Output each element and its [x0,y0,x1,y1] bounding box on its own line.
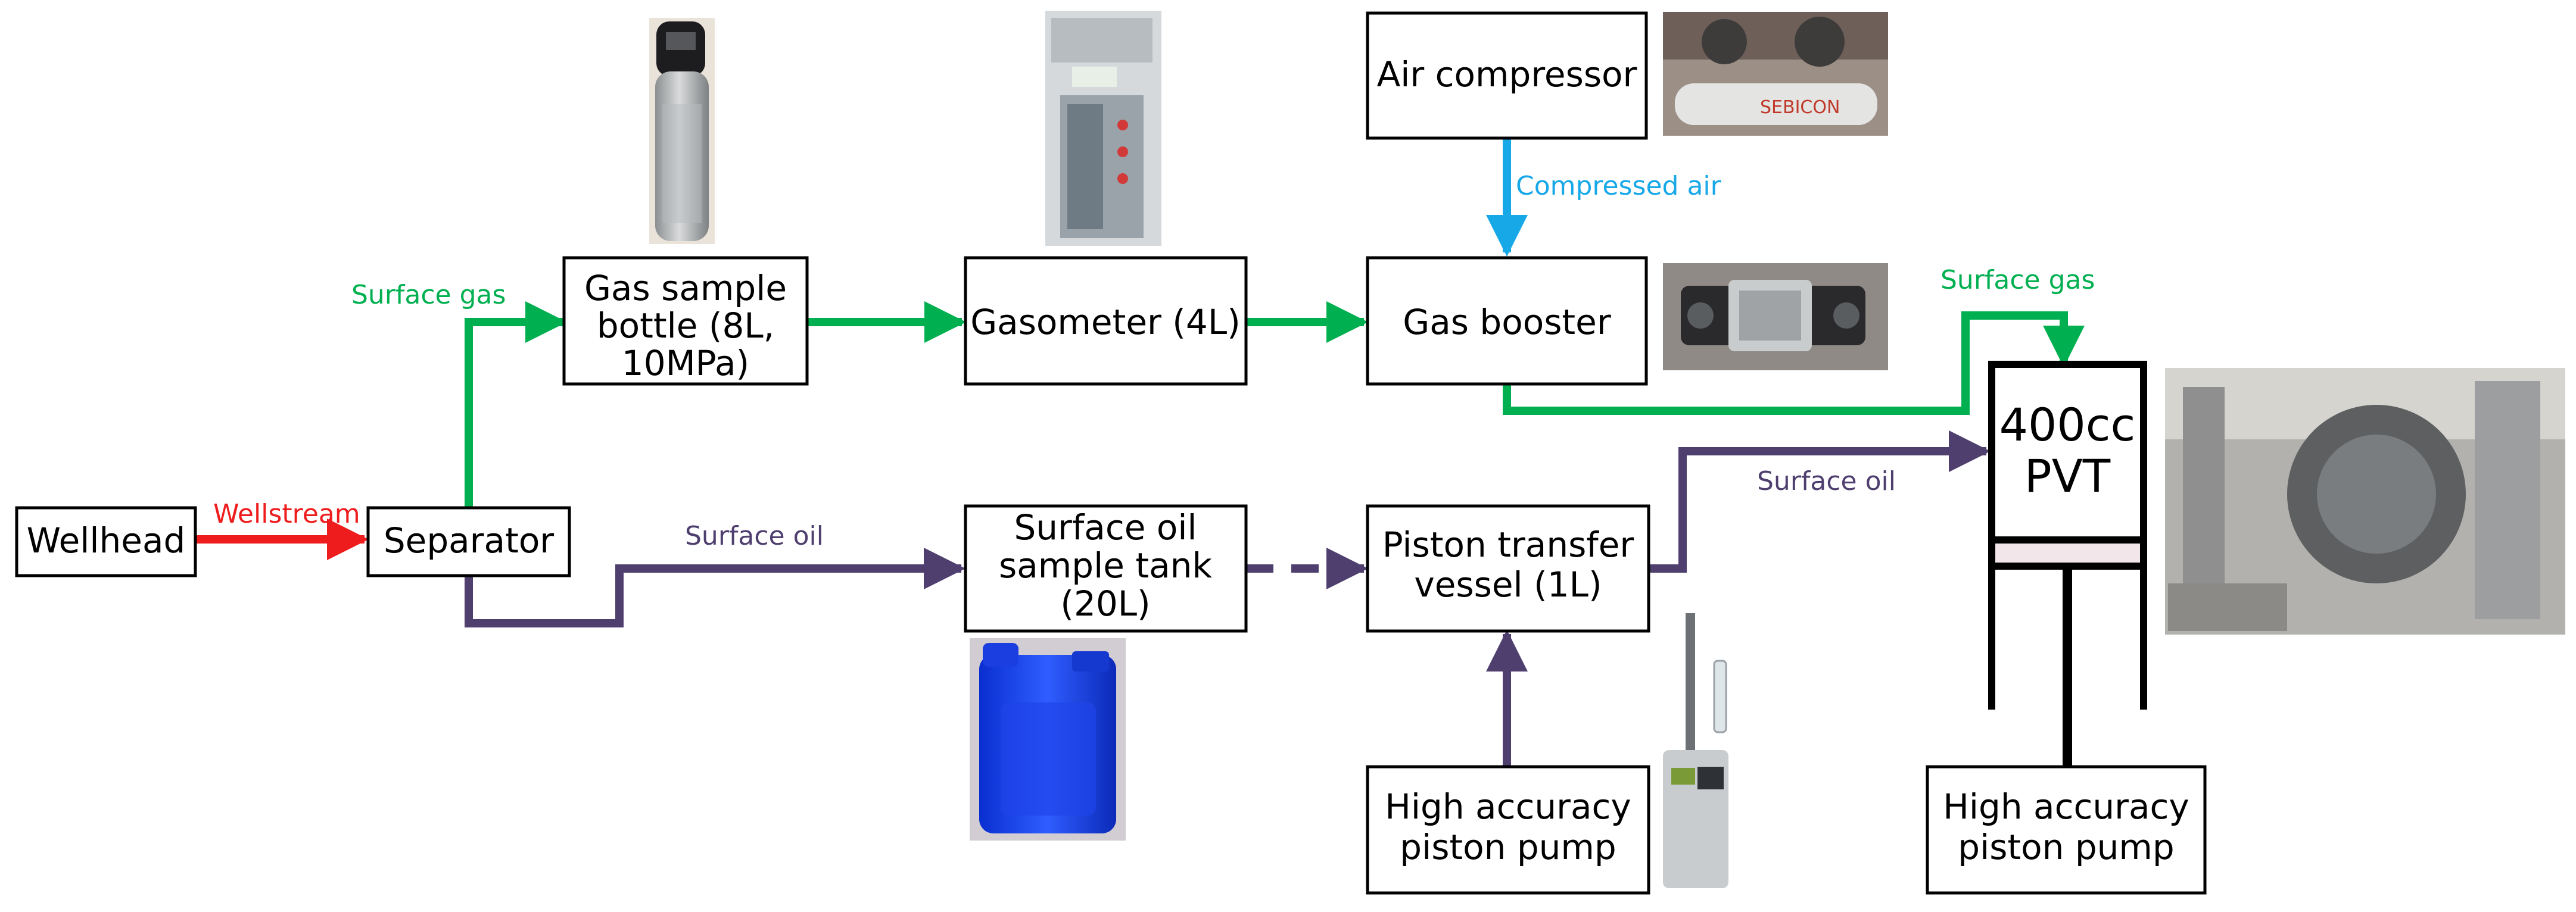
high-accuracy-piston-pump-left-box: High accuracy piston pump [1366,765,1650,895]
gas-bottle-label-line2: bottle (8L, [597,305,774,346]
oil-jug-photo [970,638,1126,841]
surface-gas-label-right: Surface gas [1940,265,2095,295]
surface-gas-arrow-to-pvt [1503,311,2085,415]
pvt-piston [1988,536,2147,570]
pvt-label-line2: PVT [2024,449,2111,502]
surface-gas-arrow-to-bottle [465,301,567,513]
pvt-chamber [1988,361,2147,544]
piston-transfer-vessel-box: Piston transfer vessel (1L) [1366,504,1650,633]
pvt-apparatus-photo [2165,368,2565,635]
gas-booster-photo [1663,263,1888,370]
surface-oil-sample-tank-box: Surface oil sample tank (20L) [964,504,1248,633]
piston-vessel-label-line2: vessel (1L) [1414,564,1602,605]
gas-booster-box: Gas booster [1366,256,1648,386]
wellhead-box: Wellhead [15,506,197,577]
pump-right-label-line1: High accuracy [1943,786,2189,827]
oil-tank-label-line3: (20L) [1060,583,1150,624]
surface-oil-label-right: Surface oil [1757,466,1896,496]
compressor-brand-text: SEBICON [1760,97,1840,118]
surface-gas-label-left: Surface gas [351,280,506,310]
air-compressor-label: Air compressor [1377,54,1637,95]
pvt-cell: 400cc PVT [1988,361,2147,768]
surface-oil-arrow-to-tank [465,548,965,627]
gas-sample-bottle-box: Gas sample bottle (8L, 10MPa) [562,256,809,386]
pump-left-label-line2: piston pump [1400,827,1616,867]
pvt-label-line1: 400cc [1999,398,2136,451]
wellstream-label: Wellstream [213,499,360,529]
air-compressor-box: Air compressor [1366,11,1648,140]
separator-box: Separator [366,506,571,577]
piston-pump-photo [1662,608,1728,888]
wellhead-label: Wellhead [27,520,186,561]
gas-booster-label: Gas booster [1403,302,1611,342]
air-compressor-photo: SEBICON [1663,12,1888,136]
gas-bottle-label-line1: Gas sample [584,268,787,308]
surface-oil-arrow-to-pvt [1649,430,1991,573]
gasometer-label: Gasometer (4L) [970,302,1241,342]
gasometer-box: Gasometer (4L) [964,256,1248,386]
surface-oil-label-left: Surface oil [685,521,824,551]
gas-cylinder-photo [649,18,715,244]
piston-vessel-label-line1: Piston transfer [1382,524,1634,565]
pump-right-label-line2: piston pump [1958,827,2174,867]
oil-tank-label-line1: Surface oil [1014,507,1197,548]
oil-tank-label-line2: sample tank [999,545,1212,586]
compressed-air-label: Compressed air [1516,171,1722,201]
high-accuracy-piston-pump-right-box: High accuracy piston pump [1926,765,2207,895]
gasometer-photo [1045,11,1161,246]
pump-left-label-line1: High accuracy [1385,786,1631,827]
separator-label: Separator [384,520,554,561]
gas-bottle-label-line3: 10MPa) [622,343,749,383]
